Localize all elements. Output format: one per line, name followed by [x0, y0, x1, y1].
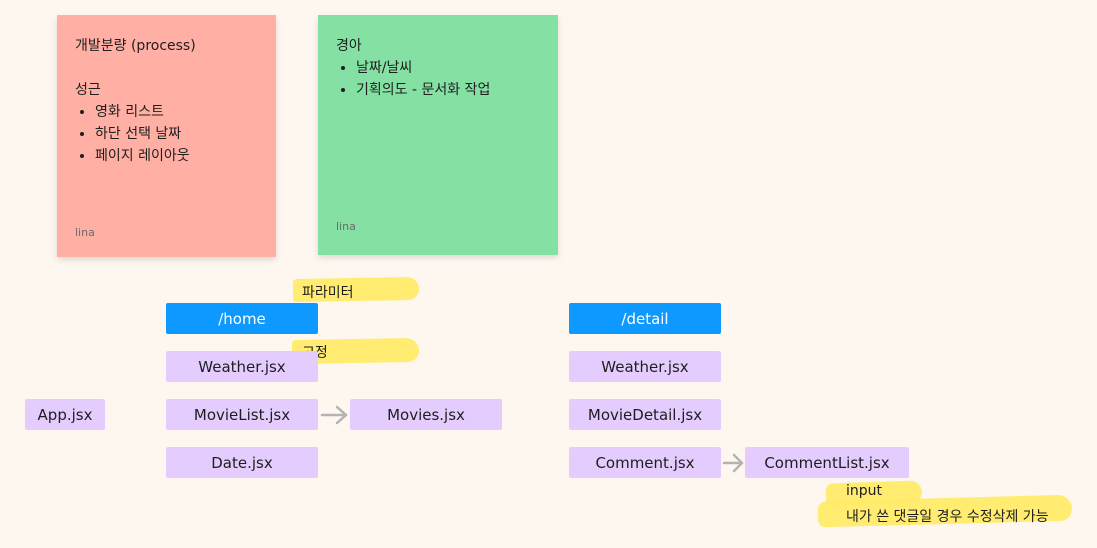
- sticky-note-author: lina: [336, 220, 356, 233]
- sticky-note-gyeonga[interactable]: 경아 날짜/날씨 기획의도 - 문서화 작업 lina: [318, 15, 558, 255]
- annotation-input: input: [846, 483, 883, 499]
- annotation-edit-delete: 내가 쓴 댓글일 경우 수정삭제 가능: [846, 509, 1049, 525]
- home-route[interactable]: /home: [166, 303, 318, 334]
- sticky-note-subtitle: 성근: [75, 82, 101, 98]
- moviedetail-component[interactable]: MovieDetail.jsx: [569, 399, 721, 430]
- comment-component[interactable]: Comment.jsx: [569, 447, 721, 478]
- list-item: 기획의도 - 문서화 작업: [356, 79, 540, 101]
- date-component[interactable]: Date.jsx: [166, 447, 318, 478]
- detail-weather-component[interactable]: Weather.jsx: [569, 351, 721, 382]
- arrow-right-icon: [320, 405, 348, 425]
- annotation-parameter: 파라미터: [302, 285, 354, 301]
- sticky-note-title: 개발분량 (process): [75, 38, 196, 54]
- sticky-note-list: 날짜/날씨 기획의도 - 문서화 작업: [336, 57, 540, 101]
- list-item: 날짜/날씨: [356, 57, 540, 79]
- sticky-note-process[interactable]: 개발분량 (process) 성근 영화 리스트 하단 선택 날짜 페이지 레이…: [57, 15, 276, 257]
- sticky-note-title: 경아: [336, 38, 362, 54]
- commentlist-component[interactable]: CommentList.jsx: [745, 447, 909, 478]
- movielist-component[interactable]: MovieList.jsx: [166, 399, 318, 430]
- list-item: 하단 선택 날짜: [95, 123, 258, 145]
- arrow-right-icon: [722, 453, 744, 473]
- list-item: 영화 리스트: [95, 101, 258, 123]
- detail-route[interactable]: /detail: [569, 303, 721, 334]
- sticky-note-list: 영화 리스트 하단 선택 날짜 페이지 레이아웃: [75, 101, 258, 167]
- movies-component[interactable]: Movies.jsx: [350, 399, 502, 430]
- list-item: 페이지 레이아웃: [95, 145, 258, 167]
- home-weather-component[interactable]: Weather.jsx: [166, 351, 318, 382]
- app-component[interactable]: App.jsx: [25, 399, 105, 430]
- sticky-note-author: lina: [75, 226, 95, 239]
